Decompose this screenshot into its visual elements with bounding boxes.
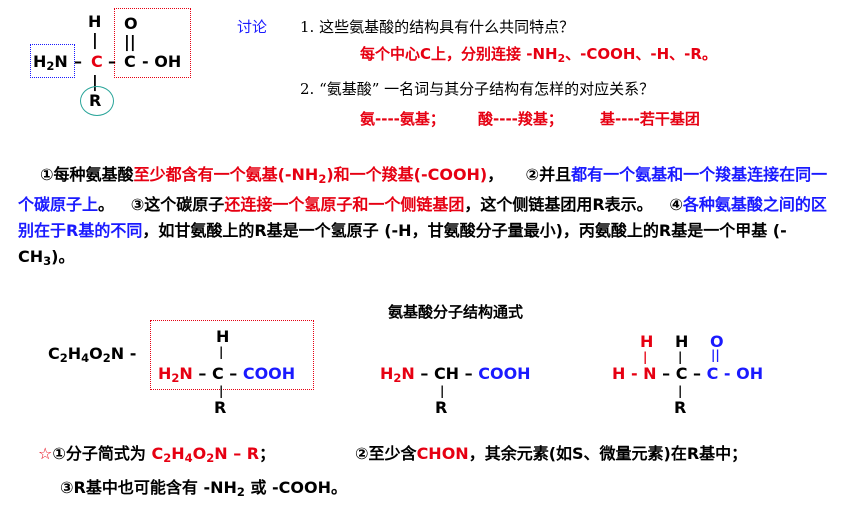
oh-group: - OH: [142, 52, 182, 71]
o-atom: O: [124, 14, 138, 33]
bond-left: –: [74, 52, 82, 71]
s3-bond-double: ||: [711, 348, 720, 362]
s1-h: H: [216, 327, 230, 346]
bond-vertical: |: [92, 30, 98, 49]
explanation-paragraph: ①每种氨基酸至少都含有一个氨基(-NH2)和一个羧基(-COOH)， ②并且都有…: [18, 165, 828, 269]
r-group-circle: [80, 86, 114, 116]
carboxyl-carbon: C: [124, 52, 136, 71]
h-atom: H: [88, 12, 102, 31]
general-formula-title: 氨基酸分子结构通式: [388, 303, 524, 321]
s3-h-carbon: H: [675, 332, 689, 351]
s3-h-amino: H: [640, 332, 654, 351]
s2-bond-down: |: [440, 384, 445, 398]
note-1: ☆①分子简式为 C2H4O2N – R；: [38, 444, 276, 466]
answer-2-amino: 氨----氨基；: [360, 110, 445, 128]
nh2-group: H2N: [33, 52, 68, 74]
bond-vertical-lower: |: [92, 72, 98, 91]
bond-double: ||: [124, 32, 136, 51]
answer-1: 每个中心C上，分别连接 -NH2、-COOH、-H、-R。: [360, 45, 717, 66]
s2-r: R: [435, 398, 448, 417]
note-3: ③R基中也可能含有 -NH2 或 -COOH。: [60, 478, 348, 500]
carboxyl-highlight-box: [114, 8, 191, 78]
central-carbon: C: [91, 52, 103, 71]
s3-bond-down: |: [678, 384, 683, 398]
note-2: ②至少含CHON，其余元素(如S、微量元素)在R基中；: [355, 444, 748, 463]
question-1: 1. 这些氨基酸的结构具有什么共同特点？: [300, 18, 575, 36]
s1-bond-up: |: [219, 345, 224, 359]
s3-o: O: [710, 332, 724, 351]
s3-chain: H - N – C – C - OH: [612, 364, 764, 383]
amino-highlight-box: [30, 44, 75, 78]
s3-bond-carbon: |: [678, 350, 683, 364]
discussion-label: 讨论: [237, 18, 268, 36]
answer-2-acid: 酸----羧基；: [478, 110, 563, 128]
structure-1-box: [150, 320, 314, 390]
answer-2-base: 基----若干基团: [600, 110, 700, 128]
molecular-formula-label: C2H4O2N -: [48, 344, 137, 366]
s3-r: R: [674, 398, 687, 417]
s1-r: R: [214, 398, 227, 417]
s1-chain: H2N – C – COOH: [158, 364, 296, 386]
question-2: 2. “氨基酸” 一名词与其分子结构有怎样的对应关系？: [300, 80, 655, 98]
s3-bond-amino: |: [643, 350, 648, 364]
s2-chain: H2N – CH – COOH: [380, 364, 531, 386]
bond-right: –: [108, 52, 116, 71]
s1-bond-down: |: [219, 384, 224, 398]
